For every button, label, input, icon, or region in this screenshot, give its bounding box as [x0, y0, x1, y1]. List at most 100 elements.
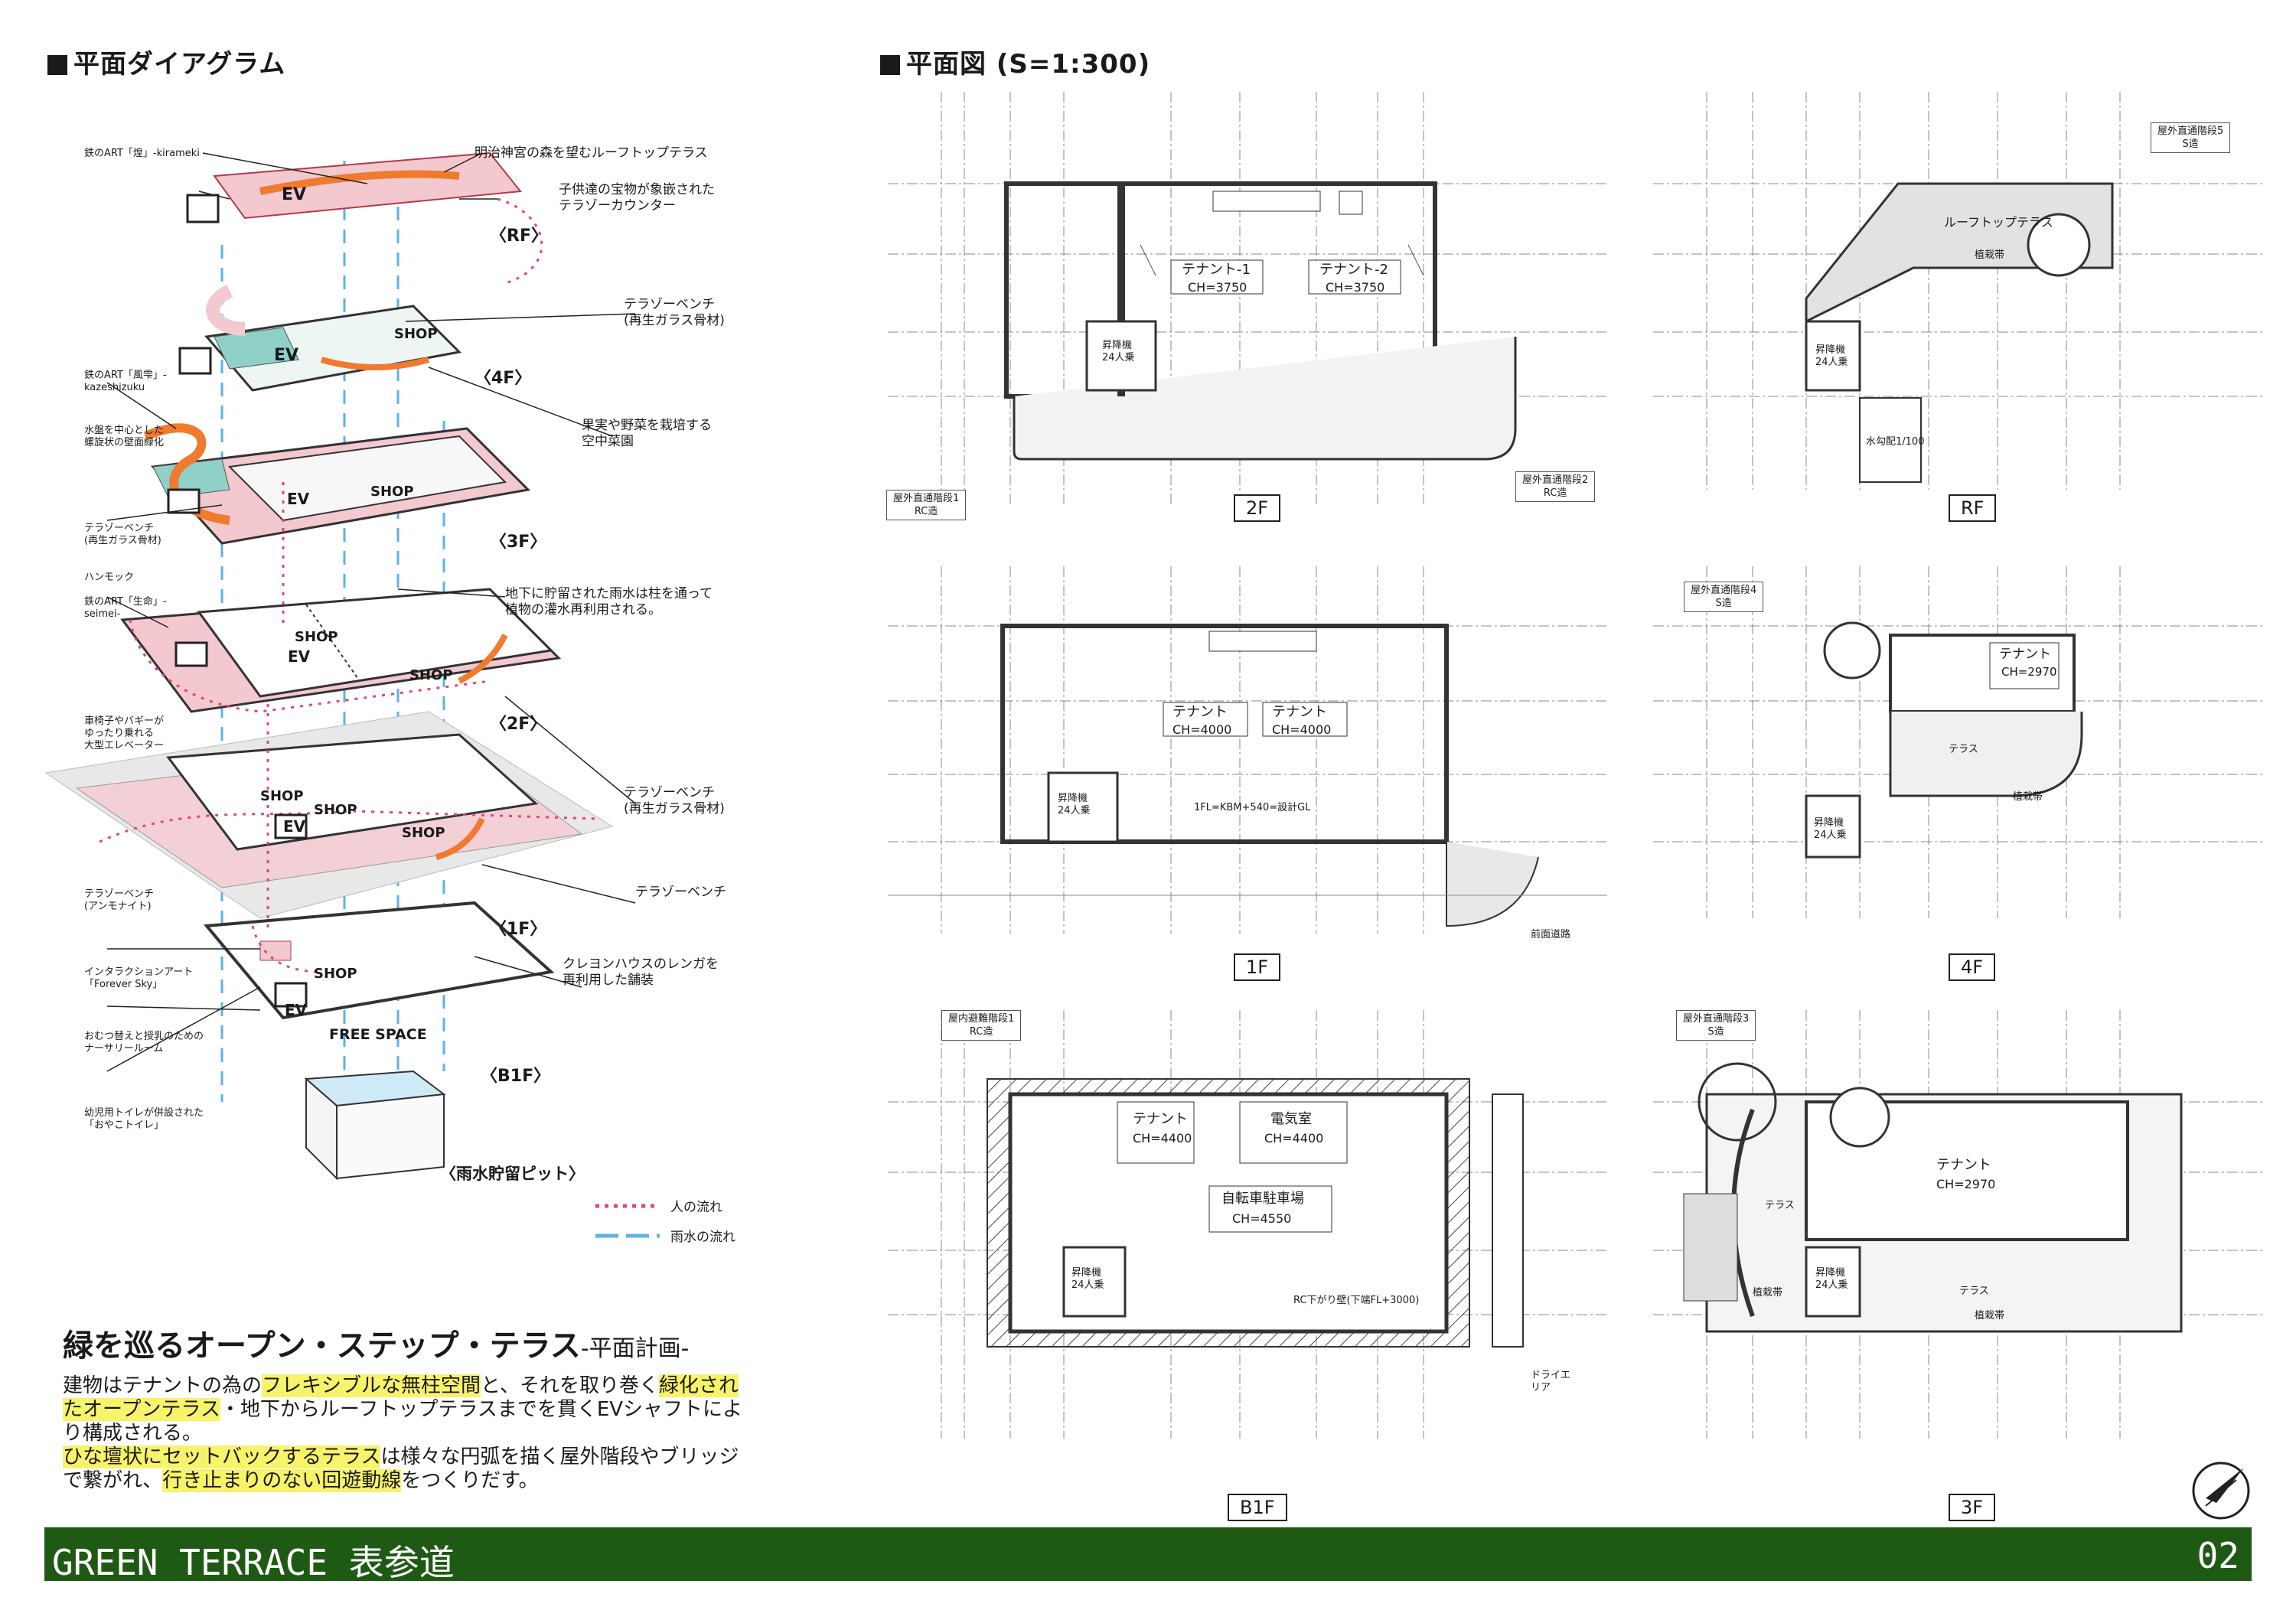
room-2f-ch2: CH=3750 — [1326, 280, 1385, 295]
floor-label-4f: 〈4F〉 — [475, 369, 532, 388]
rain-pit-label: 〈雨水貯留ピット〉 — [440, 1165, 585, 1183]
callout-bench-3f-2: (再生ガラス骨材) — [84, 535, 161, 546]
room-4f-ch: CH=2970 — [2001, 665, 2057, 679]
room-3f-terrace-b: テラス — [1959, 1286, 1989, 1297]
tag-shop-2f-a: SHOP — [295, 629, 338, 645]
axonometric-diagram — [44, 152, 636, 1181]
floor-label-3f: 〈3F〉 — [490, 533, 547, 552]
room-3f-planter-b: 植栽帯 — [1975, 1310, 2005, 1322]
diagram-header: 平面ダイアグラム — [47, 43, 285, 80]
room-1f-tenant-b: テナント — [1272, 704, 1327, 720]
floor-label-1f: 〈1F〉 — [490, 920, 547, 939]
floor-label-rf: 〈RF〉 — [490, 227, 548, 246]
callout-forever-sky-1: インタラクションアート — [84, 966, 194, 978]
callout-elevator-3: 大型エレベーター — [84, 740, 165, 751]
callout-brick-1: クレヨンハウスのレンガを — [563, 957, 719, 972]
room-1f-gl: 1FL=KBM+540=設計GL — [1194, 802, 1311, 813]
room-b1f-dry-area: ドライエリア — [1531, 1370, 1570, 1393]
callout-bench-4f-2: (再生ガラス骨材) — [624, 313, 725, 328]
concept-body: 建物はテナントの為のフレキシブルな無柱空間と、それを取り巻く緑化されたオープンテ… — [63, 1374, 743, 1492]
tag-ev-rf: EV — [282, 185, 307, 204]
highlight-flexible: フレキシブルな無柱空間 — [262, 1374, 481, 1397]
floor-rf — [186, 152, 543, 285]
floor-1f — [44, 711, 614, 919]
plan-name-3f: 3F — [1949, 1494, 1996, 1521]
concept-heading: 緑を巡るオープン・ステップ・テラス-平面計画- — [63, 1328, 690, 1364]
room-1f-ev-cap: 24人乗 — [1058, 805, 1091, 816]
tag-ev-1f: EV — [283, 817, 306, 836]
room-2f-tenant2: テナント-2 — [1319, 262, 1388, 278]
room-rf-ev: 昇降機 — [1815, 344, 1846, 356]
callout-elevator-1: 車椅子やバギーが — [84, 715, 165, 727]
tag-shop-4f: SHOP — [394, 326, 438, 342]
callout-bench-3f-1: テラゾーベンチ — [84, 523, 155, 534]
callout-garden-2: 空中菜園 — [582, 434, 634, 449]
callout-oyako-1: 幼児用トイレが併設された — [84, 1107, 204, 1119]
callout-brick-2: 再利用した舗装 — [563, 973, 654, 988]
callout-hammock: ハンモック — [84, 572, 135, 583]
tag-ev-2f: EV — [288, 647, 311, 666]
room-rf-slope: 水勾配1/100 — [1866, 436, 1925, 448]
north-arrow-icon — [2192, 1462, 2250, 1520]
room-b1f-wall: RC下がり壁(下端FL+3000) — [1293, 1295, 1420, 1306]
room-3f-ch: CH=2970 — [1936, 1177, 1996, 1191]
page-number: 02 — [2197, 1535, 2239, 1576]
legend-people: 人の流れ — [595, 1200, 722, 1215]
callout-ammonite-1: テラゾーベンチ — [84, 888, 155, 900]
room-4f-ev-cap: 24人乗 — [1814, 829, 1847, 841]
floor-b1f — [204, 901, 555, 1020]
tag-shop-1f-a: SHOP — [260, 788, 304, 804]
tag-ev-3f: EV — [287, 490, 310, 508]
callout-bench-2f-2: (再生ガラス骨材) — [624, 801, 725, 816]
highlight-circulation: 行き止まりのない回遊動線 — [162, 1469, 402, 1492]
floor-3f — [143, 423, 531, 545]
tag-ev-4f: EV — [274, 346, 299, 365]
room-4f-planter: 植栽帯 — [2013, 791, 2043, 803]
room-b1f-ch1: CH=4400 — [1133, 1131, 1192, 1146]
room-3f-ev: 昇降機 — [1815, 1267, 1846, 1279]
room-b1f-bike: 自転車駐車場 — [1221, 1191, 1304, 1207]
room-3f-ev-cap: 24人乗 — [1815, 1279, 1848, 1291]
flow-legend: 人の流れ 雨水の流れ — [595, 1196, 735, 1256]
plan-b1f: テナント CH=4400 電気室 CH=4400 自転車駐車場 CH=4550 … — [888, 1010, 1607, 1442]
floor-4f — [178, 284, 462, 392]
tag-free-space: FREE SPACE — [329, 1026, 427, 1043]
room-rf-ev-cap: 24人乗 — [1815, 357, 1848, 368]
tag-shop-1f-b: SHOP — [314, 802, 357, 818]
plan-name-4f: 4F — [1949, 953, 1996, 981]
footer-title: GREEN TERRACE 表参道 — [52, 1542, 455, 1583]
callout-nursery-2: ナーサリールーム — [84, 1043, 164, 1054]
callout-nursery-1: おむつ替えと授乳のための — [84, 1031, 204, 1042]
room-2f-ev-cap: 24人乗 — [1102, 352, 1135, 363]
room-2f-tenant1: テナント-1 — [1182, 262, 1251, 278]
room-1f-tenant-a: テナント — [1172, 704, 1228, 720]
plan-name-b1f: B1F — [1228, 1494, 1287, 1521]
room-b1f-ev-cap: 24人乗 — [1071, 1279, 1104, 1291]
room-3f-terrace-a: テラス — [1765, 1200, 1795, 1211]
plan-name-1f: 1F — [1234, 953, 1281, 981]
room-b1f-ch2: CH=4400 — [1264, 1131, 1324, 1146]
tag-ev-b1f: EV — [285, 1001, 308, 1019]
footer-bar: GREEN TERRACE 表参道 02 — [44, 1527, 2252, 1583]
rain-pit — [304, 1070, 446, 1181]
room-b1f-tenant: テナント — [1133, 1111, 1188, 1127]
callout-counter-1: 子供達の宝物が象嵌された — [559, 182, 715, 197]
room-1f-road: 前面道路 — [1531, 929, 1571, 940]
room-4f-tenant: テナント — [1999, 647, 2051, 662]
callout-garden-1: 果実や野菜を栽培する — [582, 418, 712, 433]
room-rf-terrace: ルーフトップテラス — [1944, 215, 2053, 230]
floor-2f — [120, 588, 562, 713]
callout-kazeshizuku: 鉄のART「風雫」-kazeshizuku — [84, 370, 167, 393]
floor-label-b1f: 〈B1F〉 — [481, 1067, 551, 1086]
callout-rainwater-1: 地下に貯留された雨水は柱を通って — [505, 586, 713, 601]
plan-name-rf: RF — [1949, 494, 1997, 522]
callout-forever-sky-2: 「Forever Sky」 — [84, 979, 163, 990]
room-4f-ev: 昇降機 — [1814, 817, 1844, 829]
